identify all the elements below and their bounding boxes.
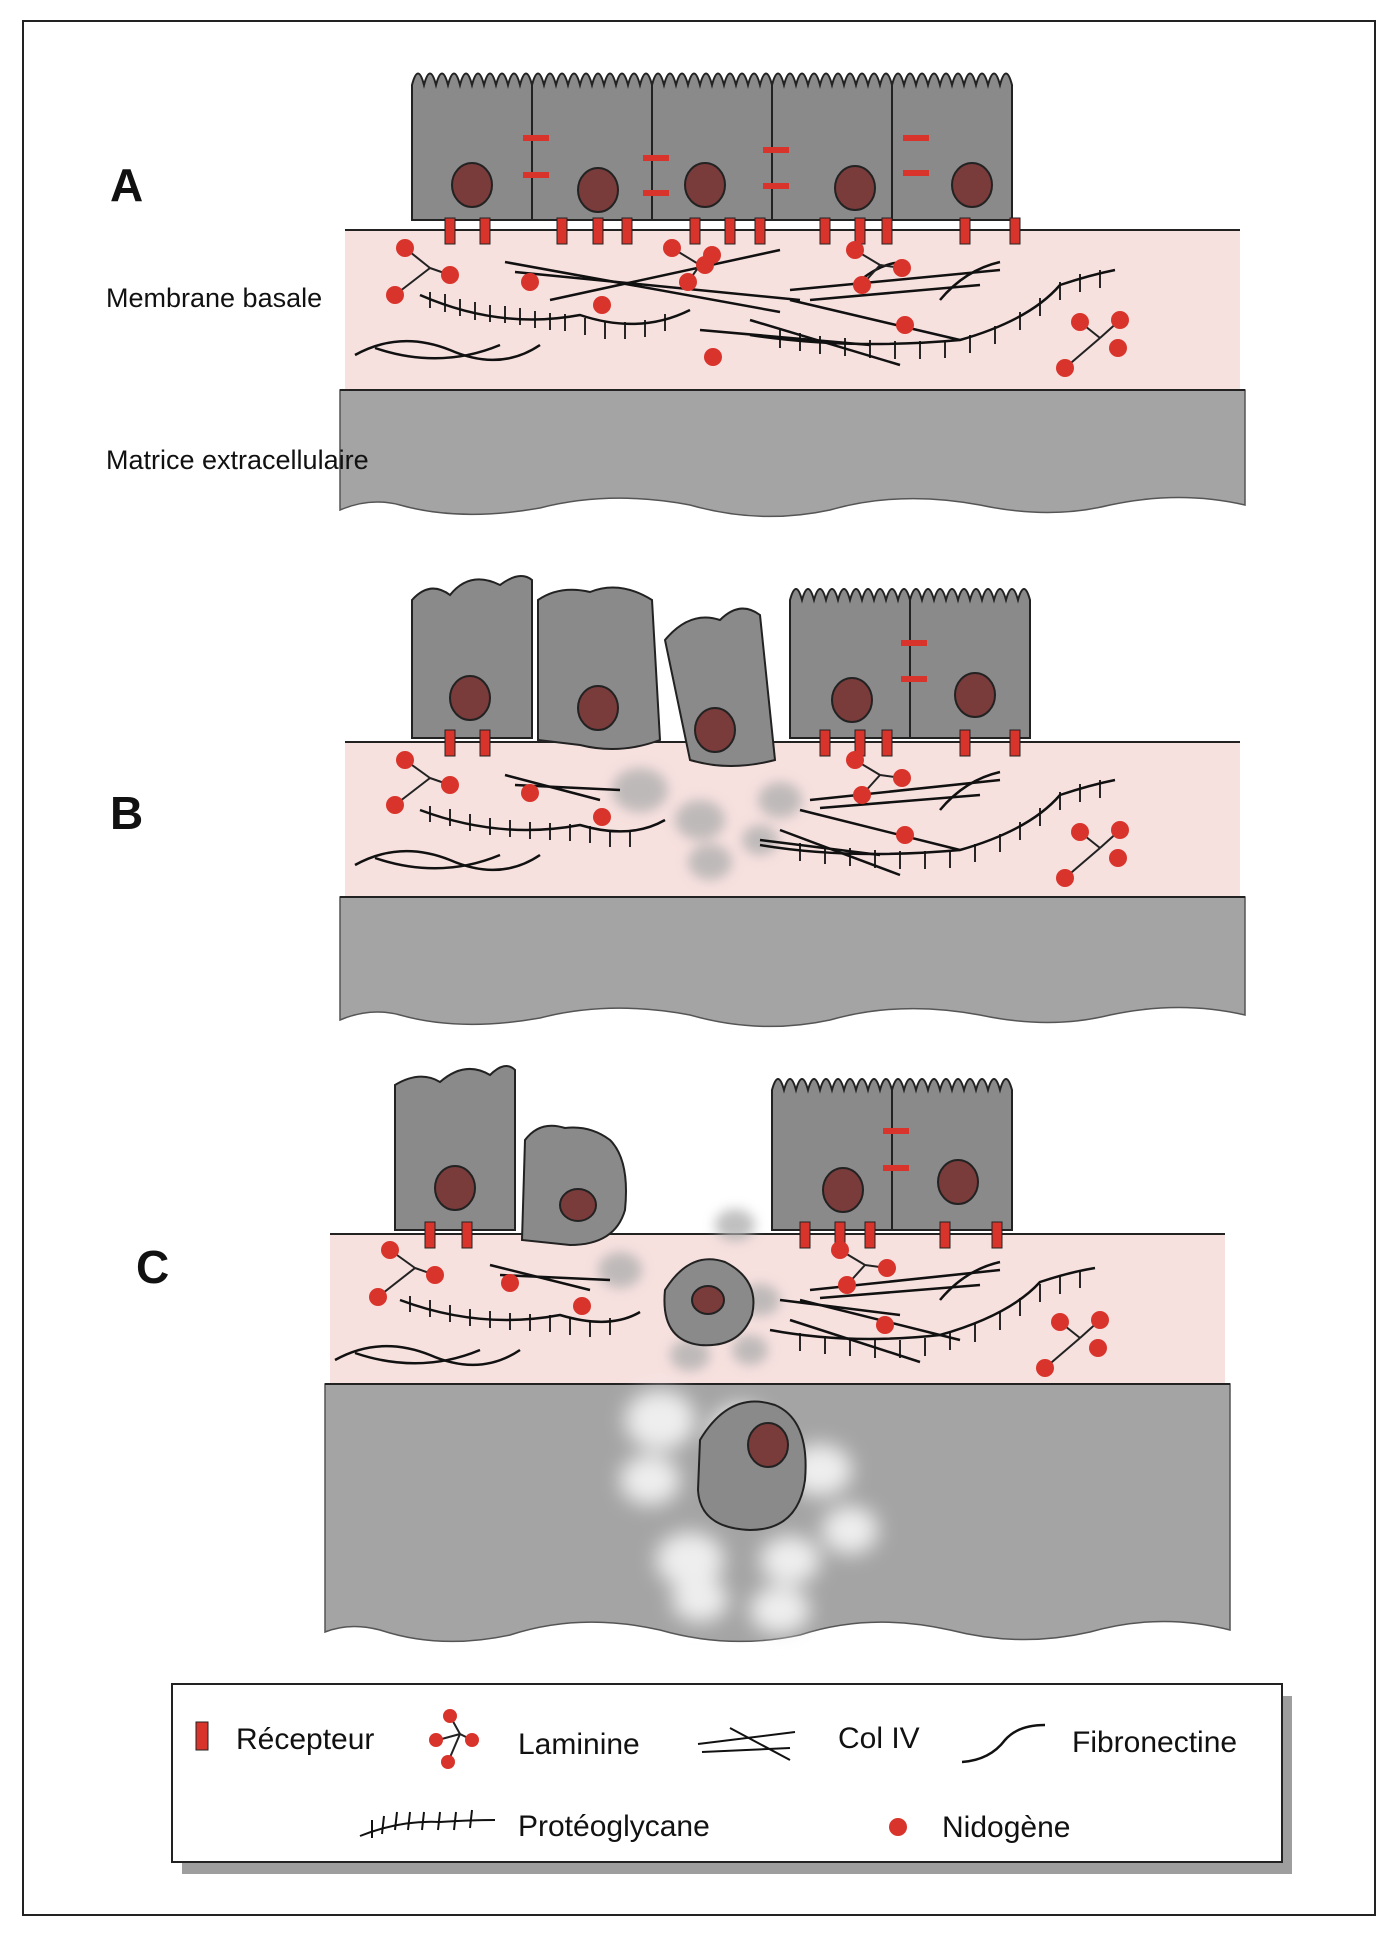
- epithelial-cells-c: [394, 1065, 1013, 1532]
- basement-membrane-a: [345, 230, 1240, 390]
- laminin-icon: [429, 1709, 479, 1769]
- basement-membrane-c: [330, 1234, 1225, 1384]
- proteoglycan-icon: [359, 1809, 496, 1838]
- basement-membrane-b: [345, 742, 1240, 897]
- panel-label-c: C: [136, 1241, 170, 1293]
- laminin-nidogen-b: [386, 751, 1129, 887]
- degraded-zone-c: [620, 1390, 878, 1634]
- figure-frame: [22, 20, 1376, 1916]
- label-membrane-basale: Membrane basale: [106, 283, 323, 313]
- legend-col4: Col IV: [697, 1722, 920, 1761]
- nidogen-icon: [889, 1818, 907, 1836]
- collagen-iv-icon: [697, 1727, 796, 1761]
- panel-label-a: A: [110, 159, 144, 211]
- panel-label-b: B: [110, 787, 144, 839]
- legend-label-fibronectine: Fibronectine: [1072, 1726, 1237, 1759]
- legend-label-nidogene: Nidogène: [942, 1811, 1070, 1844]
- panel-c: [324, 1065, 1231, 1643]
- laminin-nidogen-c: [369, 1241, 1109, 1377]
- laminin-nidogen-a: [386, 239, 1129, 377]
- epithelial-cells-b: [411, 575, 1031, 767]
- legend-label-proteoglycane: Protéoglycane: [518, 1810, 710, 1843]
- extracellular-matrix-b: [339, 896, 1246, 1028]
- legend-recepteur: Récepteur: [195, 1721, 374, 1756]
- fibres-c: [334, 1260, 1096, 1367]
- legend-label-recepteur: Récepteur: [236, 1723, 374, 1756]
- legend-laminine: Laminine: [429, 1709, 640, 1769]
- extracellular-matrix-a: [339, 389, 1246, 518]
- legend-proteoglycane: Protéoglycane: [359, 1809, 710, 1843]
- fibronectin-icon: [961, 1723, 1046, 1764]
- receptor-icon: [195, 1721, 209, 1751]
- label-matrice-extracellulaire: Matrice extracellulaire: [106, 445, 369, 475]
- degraded-zone-b: [612, 768, 802, 880]
- fibres-b: [354, 770, 1116, 877]
- legend-nidogene: Nidogène: [889, 1811, 1070, 1844]
- fibres-a: [354, 248, 1116, 367]
- panel-a: [339, 72, 1246, 518]
- epithelial-cells-a: [411, 72, 1021, 245]
- legend-fibronectine: Fibronectine: [961, 1723, 1237, 1764]
- invading-cell-matrix: [696, 1400, 807, 1532]
- legend-label-col4: Col IV: [838, 1722, 920, 1755]
- legend-label-laminine: Laminine: [518, 1728, 640, 1761]
- legend: Récepteur Laminine Col IV Fibronectine: [171, 1683, 1292, 1874]
- panel-b: [339, 575, 1246, 1028]
